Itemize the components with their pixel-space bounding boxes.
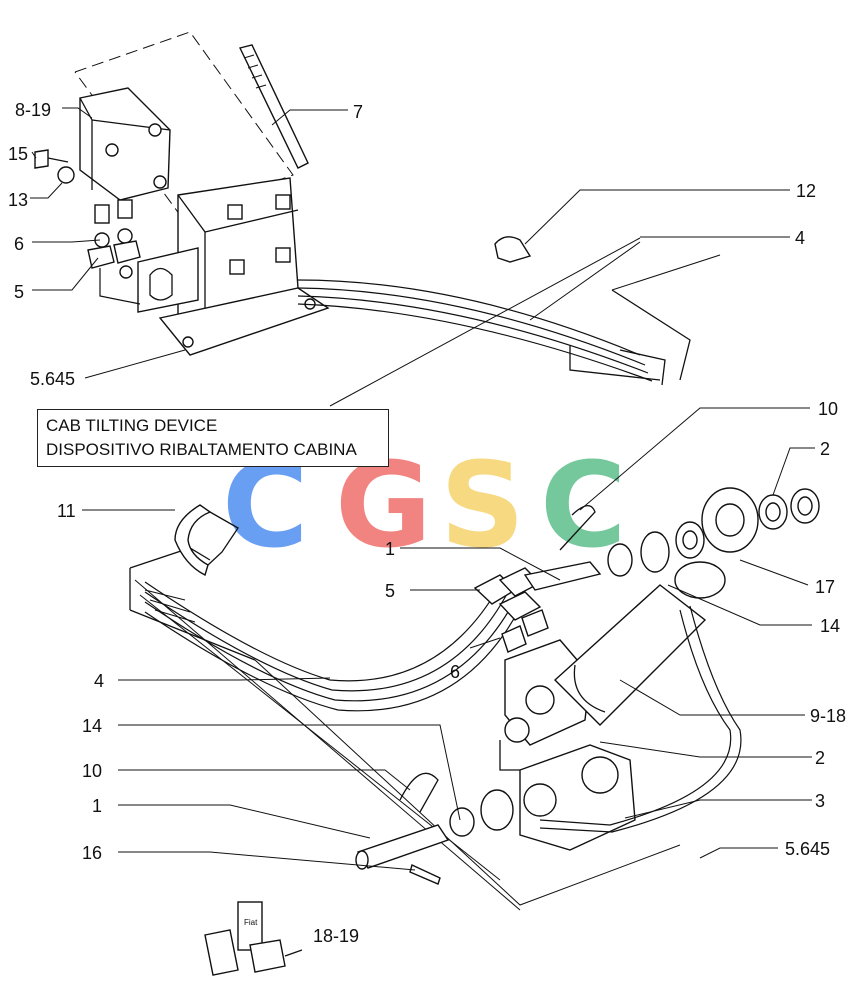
callout-10-top: 10 bbox=[818, 399, 838, 419]
diagram-title-box: CAB TILTING DEVICE DISPOSITIVO RIBALTAME… bbox=[37, 409, 389, 467]
title-italian: DISPOSITIVO RIBALTAMENTO CABINA bbox=[46, 440, 357, 459]
callout-12: 12 bbox=[796, 181, 816, 201]
pump-body bbox=[79, 87, 171, 201]
leader-lines bbox=[30, 107, 815, 871]
callout-6-top: 6 bbox=[14, 234, 24, 254]
callout-3: 3 bbox=[815, 791, 825, 811]
pin-bottom bbox=[356, 824, 450, 869]
watermark-letter-3: S bbox=[440, 436, 525, 574]
callout-8-19: 8-19 bbox=[15, 100, 51, 120]
callout-5645-top: 5.645 bbox=[30, 369, 75, 389]
callout-14-right: 14 bbox=[820, 616, 840, 636]
callout-5645-bottom: 5.645 bbox=[785, 839, 830, 859]
hose-clip bbox=[494, 236, 532, 263]
hydraulic-cylinder bbox=[553, 584, 707, 726]
callout-6-mid: 6 bbox=[450, 662, 460, 682]
callout-17: 17 bbox=[815, 577, 835, 597]
callout-10-left: 10 bbox=[82, 761, 102, 781]
callout-15: 15 bbox=[8, 144, 28, 164]
kit-brand-label: Fiat bbox=[244, 918, 258, 927]
callout-11: 11 bbox=[57, 501, 76, 521]
callout-2-top: 2 bbox=[820, 439, 830, 459]
top-assembly bbox=[34, 31, 330, 356]
kit-18-19: Fiat bbox=[204, 901, 303, 976]
callout-9-18: 9-18 bbox=[810, 706, 846, 726]
callout-2-mid: 2 bbox=[815, 748, 825, 768]
callout-5-mid: 5 bbox=[385, 581, 395, 601]
callout-13: 13 bbox=[8, 190, 28, 210]
callout-5-top: 5 bbox=[14, 282, 24, 302]
callout-18-19: 18-19 bbox=[313, 926, 359, 946]
callout-1-bottom: 1 bbox=[92, 796, 102, 816]
base-plate bbox=[158, 287, 330, 356]
callout-1-top: 1 bbox=[385, 539, 395, 559]
callout-7: 7 bbox=[353, 102, 363, 122]
hose-bundle-top bbox=[297, 236, 721, 407]
snap-ring bbox=[174, 504, 212, 576]
callout-labels: 8-19 15 13 6 5 5.645 7 12 4 11 10 2 1 5 … bbox=[8, 100, 846, 946]
lower-assembly bbox=[129, 487, 820, 911]
callout-4-left: 4 bbox=[94, 671, 104, 691]
title-english: CAB TILTING DEVICE bbox=[46, 416, 218, 435]
pin-top bbox=[523, 561, 602, 591]
callout-4-top: 4 bbox=[795, 228, 805, 248]
callout-14-left: 14 bbox=[82, 716, 102, 736]
threaded-stud bbox=[238, 44, 309, 169]
callout-16: 16 bbox=[82, 843, 102, 863]
